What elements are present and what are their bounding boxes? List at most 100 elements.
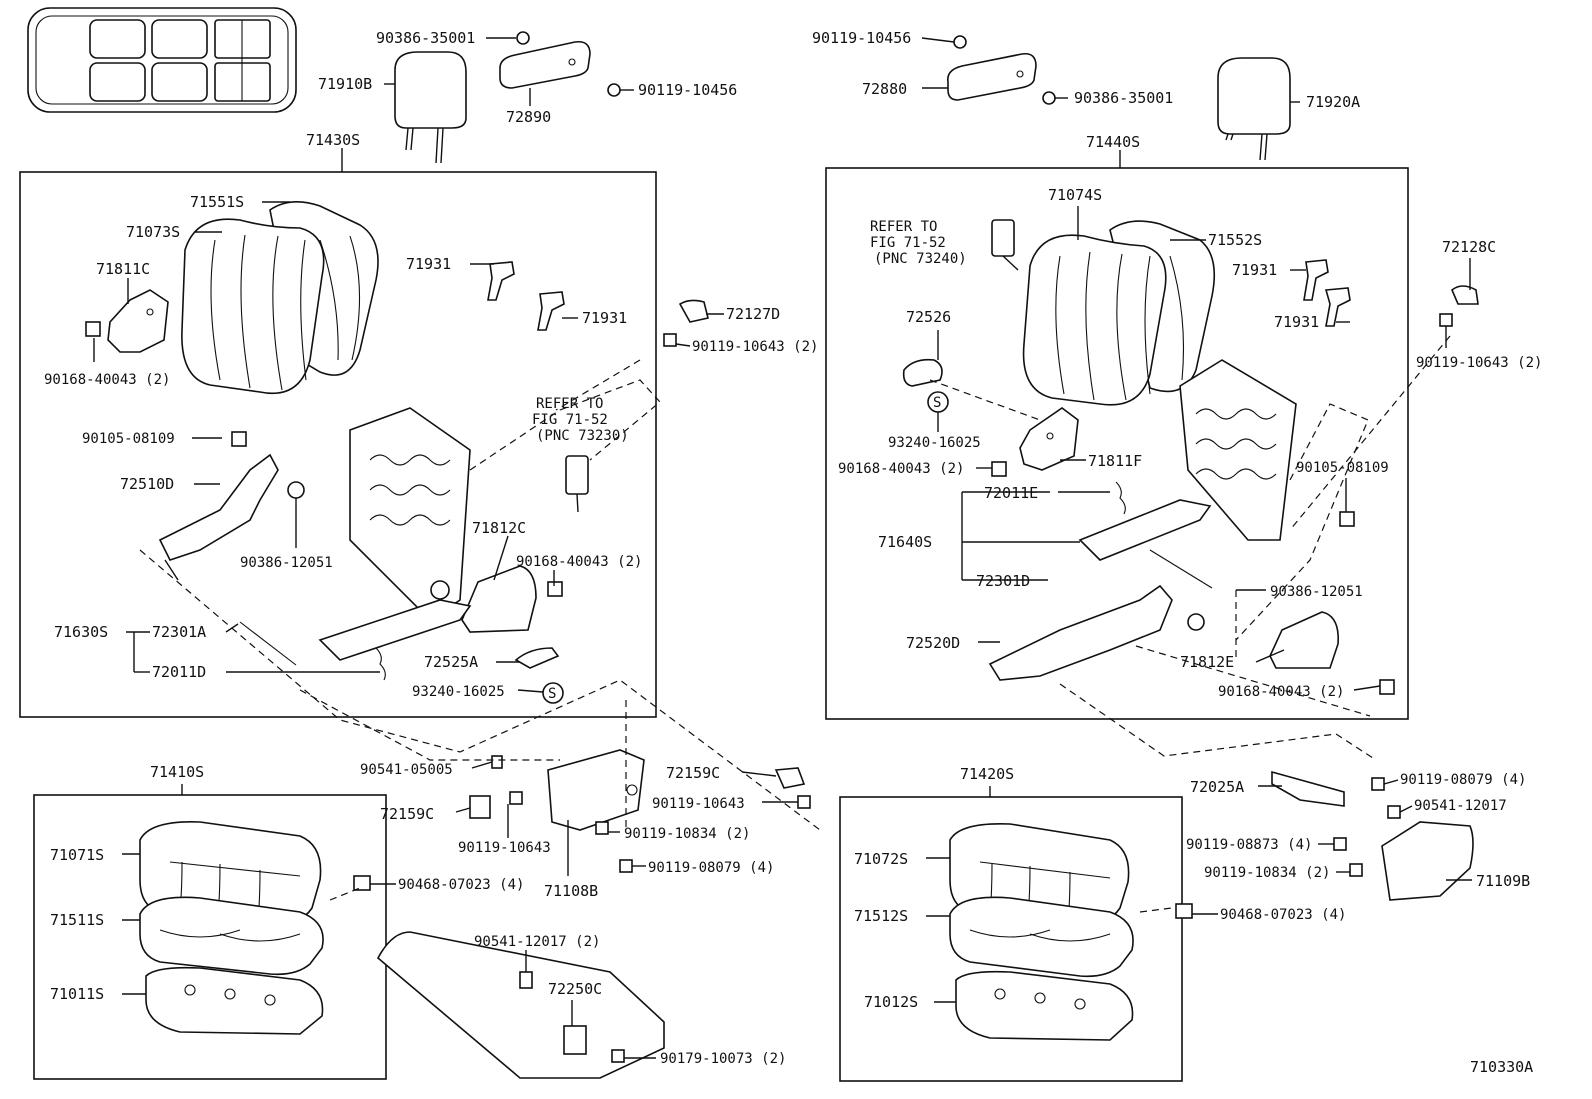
label-72025A: 72025A: [1190, 778, 1244, 796]
adjuster-71640S: [1078, 481, 1213, 589]
label-72159C-a: 72159C: [380, 805, 434, 823]
label-72301A: 72301A: [152, 623, 206, 641]
label-90541-05005: 90541-05005: [360, 762, 453, 778]
label-71931-a: 71931: [406, 255, 451, 273]
refer-note-left-line3: (PNC 73230): [536, 428, 629, 444]
right-seatback-cover: [1022, 220, 1216, 406]
cover-72159C-left: [469, 795, 491, 819]
label-93240-16025-b: 93240-16025: [888, 435, 981, 451]
bracket-72025A: [1271, 770, 1345, 807]
label-71910B: 71910B: [318, 75, 372, 93]
bracket-71811F: [991, 407, 1079, 477]
left-seatback-cover: [181, 201, 379, 394]
refer-note-left-line2: FIG 71-52: [532, 412, 608, 428]
label-90105-08109-a: 90105-08109: [82, 431, 175, 447]
headrest-guide-left-2: [537, 291, 565, 331]
label-72128C: 72128C: [1442, 238, 1496, 256]
label-71430S: 71430S: [306, 131, 360, 149]
assembly-dash-lines: [139, 335, 1451, 913]
label-90168-40043-d: 90168-40043 (2): [1218, 684, 1344, 700]
label-71552S: 71552S: [1208, 231, 1262, 249]
right-cushion-assembly-box: [839, 796, 1183, 1082]
cover-72159C-right: [774, 767, 806, 789]
headrest-guide-right-1: [1303, 259, 1329, 301]
label-71071S: 71071S: [50, 846, 104, 864]
refer-note-right-line1: REFER TO: [870, 219, 937, 235]
bolt-90105-08109-right: [1339, 511, 1355, 527]
lever-72525A: [514, 647, 560, 669]
refer-note-left-line1: REFER TO: [536, 396, 603, 412]
svg-text:S: S: [548, 686, 556, 702]
label-90119-10834-b: 90119-10834 (2): [1204, 865, 1330, 881]
label-71931-d: 71931: [1274, 313, 1319, 331]
label-90468-07023-b: 90468-07023 (4): [1220, 907, 1346, 923]
right-seat-back-assembly-box: [825, 167, 1409, 720]
seat-track-72520D: [988, 584, 1205, 681]
label-72890: 72890: [506, 108, 551, 126]
part-labels: 90386-35001 71910B 72890 90119-10456 714…: [44, 29, 1542, 1076]
cover-72250C: [376, 931, 665, 1079]
label-71811C: 71811C: [96, 260, 150, 278]
clip-90468-07023-left: [353, 875, 371, 891]
label-90168-40043-b: 90168-40043 (2): [516, 554, 642, 570]
cushion-frame-71011S: [145, 966, 324, 1035]
clip-90468-07023-right: [1175, 903, 1193, 919]
label-71920A: 71920A: [1306, 93, 1360, 111]
label-90119-10643-a: 90119-10643 (2): [692, 339, 818, 355]
label-90179-10073: 90179-10073 (2): [660, 1051, 786, 1067]
label-71931-b: 71931: [582, 309, 627, 327]
label-72526: 72526: [906, 308, 951, 326]
label-90541-12017-a: 90541-12017 (2): [474, 934, 600, 950]
label-71074S: 71074S: [1048, 186, 1102, 204]
diagram-id-label: 710330A: [1470, 1058, 1533, 1076]
headrest-guide-right-2: [1324, 287, 1351, 327]
bolt-group-lower-middle: [491, 755, 811, 873]
label-90386-35001-a: 90386-35001: [376, 29, 475, 47]
label-72011E: 72011E: [984, 484, 1038, 502]
headrest-left: [394, 51, 467, 164]
label-71811F: 71811F: [1088, 452, 1142, 470]
label-71812E: 71812E: [1180, 653, 1234, 671]
label-71511S: 71511S: [50, 911, 104, 929]
cover-71109B: [1381, 821, 1474, 901]
label-90168-40043-a: 90168-40043 (2): [44, 372, 170, 388]
label-71440S: 71440S: [1086, 133, 1140, 151]
label-90119-10643-b: 90119-10643 (2): [1416, 355, 1542, 371]
label-90386-35001-b: 90386-35001: [1074, 89, 1173, 107]
label-71551S: 71551S: [190, 193, 244, 211]
s-marker-left: S: [542, 682, 564, 704]
cushion-pad-71511S: [139, 896, 324, 976]
cover-71812C: [461, 565, 563, 633]
label-90105-08109-b: 90105-08109: [1296, 460, 1389, 476]
left-seat-back-assembly-box: [19, 171, 657, 718]
label-90119-08079-a: 90119-08079 (4): [648, 860, 774, 876]
label-71630S: 71630S: [54, 623, 108, 641]
label-90541-12017-b: 90541-12017: [1414, 798, 1507, 814]
headrest-guide-left-1: [487, 261, 515, 301]
bracket-71811C: [85, 289, 169, 353]
adjuster-71630S: [239, 599, 472, 681]
label-72250C: 72250C: [548, 980, 602, 998]
label-90119-10456-a: 90119-10456: [638, 81, 737, 99]
refer-note-right-line3: (PNC 73240): [874, 251, 967, 267]
label-71812C: 71812C: [472, 519, 526, 537]
label-90386-12051-b: 90386-12051: [1270, 584, 1363, 600]
label-90119-08079-b: 90119-08079 (4): [1400, 772, 1526, 788]
cushion-frame-71012S: [955, 970, 1134, 1041]
seat-track-72510D: [158, 431, 305, 581]
label-72880: 72880: [862, 80, 907, 98]
label-72301D: 72301D: [976, 572, 1030, 590]
cover-72127D: [663, 299, 709, 347]
label-71410S: 71410S: [150, 763, 204, 781]
label-90386-12051-a: 90386-12051: [240, 555, 333, 571]
label-90168-40043-c: 90168-40043 (2): [838, 461, 964, 477]
cover-71812E: [1269, 611, 1395, 695]
label-90119-10456-b: 90119-10456: [812, 29, 911, 47]
label-71420S: 71420S: [960, 765, 1014, 783]
svg-text:S: S: [933, 395, 941, 411]
bracket-71108B: [547, 749, 645, 831]
seatbelt-buckle-left: [565, 455, 589, 513]
label-71012S: 71012S: [864, 993, 918, 1011]
label-72525A: 72525A: [424, 653, 478, 671]
